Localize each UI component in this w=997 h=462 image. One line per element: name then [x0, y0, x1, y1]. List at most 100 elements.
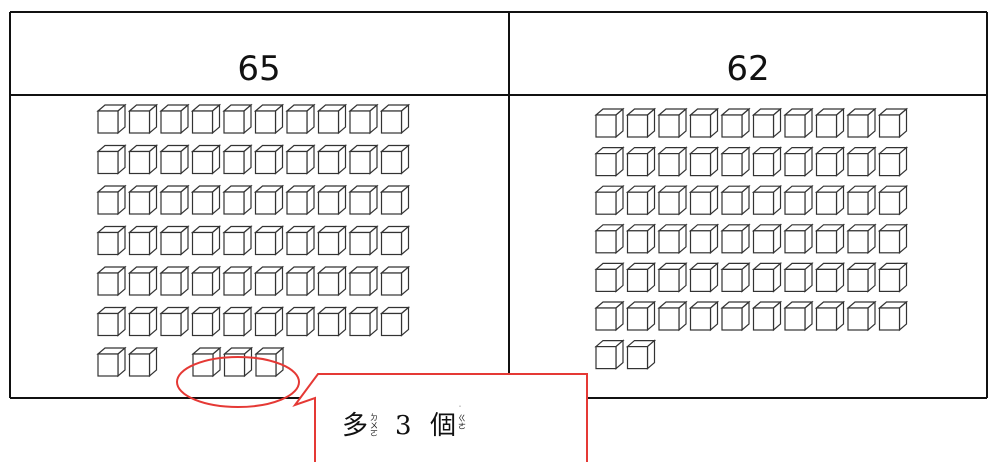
right-ten-row-3-cube — [783, 184, 814, 216]
left-ten-row-1-cube — [127, 103, 159, 135]
left-ten-row-6-cube — [316, 306, 348, 337]
right-ten-row-5-cube — [814, 262, 846, 293]
left-one-cube — [191, 346, 222, 378]
left-ten-row-3-cube — [253, 184, 285, 216]
left-ten-row-2-cube — [222, 144, 253, 175]
right-ten-row-3-cube — [720, 184, 751, 216]
left-ten-row-5-cube — [159, 265, 190, 297]
left-ten-row-1-cube — [96, 103, 127, 135]
left-ten-row-4-cube — [253, 225, 285, 256]
right-ten-row-6-cube — [657, 300, 688, 332]
left-ten-row-2-cube — [316, 144, 348, 175]
right-ten-row-6-cube — [877, 300, 909, 332]
right-ten-row-6-cube — [783, 300, 814, 332]
callout-box — [292, 373, 588, 462]
right-one-cube — [594, 339, 625, 370]
right-ten-row-1-cube — [594, 107, 625, 139]
left-ten-row-3-cube — [127, 184, 159, 216]
right-ten-row-1-cube — [625, 107, 657, 139]
right-ten-row-4-cube — [751, 223, 783, 255]
callout-ruby-more-2: ㄨ — [370, 421, 378, 430]
left-ten-row-1-cube — [253, 103, 285, 135]
left-ten-row-6-cube — [379, 306, 411, 337]
left-ten-row-5-cube — [253, 265, 285, 297]
left-ten-row-6-cube — [253, 306, 285, 337]
left-ten-row-1-cube — [348, 103, 379, 135]
left-ten-row-3-cube — [96, 184, 127, 216]
left-ten-row-5-cube — [285, 265, 316, 297]
left-ten-row-2-cube — [348, 144, 379, 175]
right-ten-row-5-cube — [751, 262, 783, 293]
right-ten-row-2-cube — [625, 146, 657, 177]
callout-char-more: 多 — [342, 411, 368, 441]
right-ten-row-2-cube — [814, 146, 846, 177]
left-ten-row-4-cube — [348, 225, 379, 256]
callout-ruby-count-3: ㄜ — [458, 422, 466, 431]
left-ten-row-6-cube — [159, 306, 190, 337]
callout-ruby-count-2: ㄍ — [458, 414, 466, 423]
right-ten-row-2-cube — [720, 146, 751, 177]
right-ten-row-1-cube — [688, 107, 720, 139]
right-ten-row-3-cube — [846, 184, 877, 216]
left-ten-row-6-cube — [127, 306, 159, 337]
left-ten-row-5-cube — [379, 265, 411, 297]
left-ten-row-4-cube — [159, 225, 190, 256]
left-one-cube — [222, 346, 254, 378]
left-ten-row-3-cube — [190, 184, 222, 216]
right-ten-row-3-cube — [877, 184, 909, 216]
left-ten-row-3-cube — [316, 184, 348, 216]
right-ten-row-5-cube — [783, 262, 814, 293]
left-ten-row-5-cube — [96, 265, 127, 297]
left-blocks-65 — [96, 103, 411, 378]
right-ten-row-6-cube — [594, 300, 625, 332]
right-one-cube — [625, 339, 657, 370]
left-ten-row-4-cube — [222, 225, 253, 256]
right-ten-row-5-cube — [846, 262, 877, 293]
right-ten-row-4-cube — [594, 223, 625, 255]
left-ten-row-1-cube — [222, 103, 253, 135]
left-ten-row-6-cube — [190, 306, 222, 337]
right-ten-row-2-cube — [846, 146, 877, 177]
left-ten-row-1-cube — [316, 103, 348, 135]
callout-ruby-more-1: ㄉ — [370, 413, 378, 422]
right-ten-row-4-cube — [688, 223, 720, 255]
right-blocks-62 — [594, 107, 909, 370]
left-one-cube — [254, 346, 285, 378]
left-ten-row-5-cube — [190, 265, 222, 297]
left-ten-row-3-cube — [222, 184, 253, 216]
right-ten-row-2-cube — [688, 146, 720, 177]
right-ten-row-3-cube — [688, 184, 720, 216]
left-ten-row-4-cube — [285, 225, 316, 256]
callout-ruby-more-3: ㄛ — [370, 429, 378, 438]
left-ten-row-5-cube — [127, 265, 159, 297]
left-ten-row-6-cube — [96, 306, 127, 337]
callout-label: 多 ㄉ ㄨ ㄛ 3 個 ˙ ㄍ ㄜ — [342, 405, 466, 441]
left-header-number: 65 — [237, 49, 280, 89]
right-ten-row-5-cube — [877, 262, 909, 293]
right-ten-row-2-cube — [751, 146, 783, 177]
left-one-cube — [127, 346, 159, 378]
left-ten-row-4-cube — [127, 225, 159, 256]
right-ten-row-6-cube — [846, 300, 877, 332]
left-ten-row-2-cube — [253, 144, 285, 175]
left-ten-row-2-cube — [190, 144, 222, 175]
right-header-number: 62 — [726, 49, 769, 89]
right-ten-row-1-cube — [783, 107, 814, 139]
right-ten-row-4-cube — [783, 223, 814, 255]
left-ten-row-6-cube — [222, 306, 253, 337]
right-ten-row-1-cube — [846, 107, 877, 139]
right-ten-row-2-cube — [657, 146, 688, 177]
left-ten-row-1-cube — [159, 103, 190, 135]
left-ten-row-1-cube — [285, 103, 316, 135]
right-ten-row-3-cube — [625, 184, 657, 216]
right-ten-row-4-cube — [720, 223, 751, 255]
right-ten-row-5-cube — [657, 262, 688, 293]
right-ten-row-5-cube — [594, 262, 625, 293]
right-ten-row-6-cube — [720, 300, 751, 332]
right-ten-row-4-cube — [657, 223, 688, 255]
right-ten-row-4-cube — [625, 223, 657, 255]
extra-cubes-highlight — [176, 356, 300, 408]
right-ten-row-1-cube — [657, 107, 688, 139]
right-ten-row-1-cube — [814, 107, 846, 139]
left-ten-row-6-cube — [348, 306, 379, 337]
